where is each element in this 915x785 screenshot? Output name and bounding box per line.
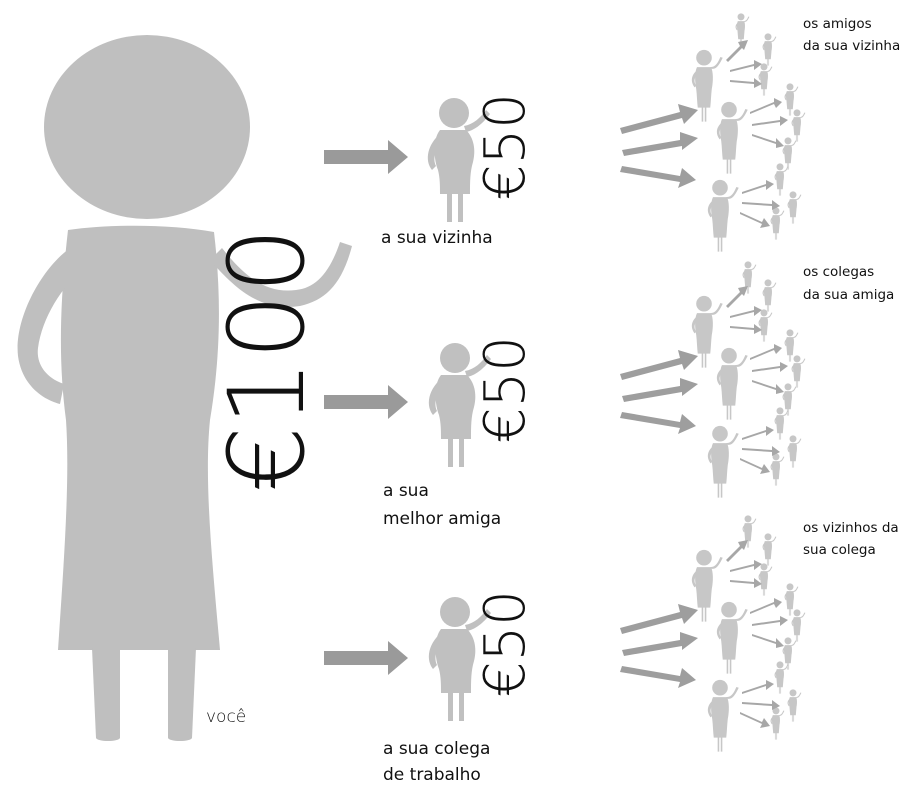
group-label-1: os amigos da sua vizinha <box>803 16 900 54</box>
recipient-label-2-line-1: a sua <box>383 481 429 501</box>
recipient-row-3: €50 a sua colega de trabalho <box>324 515 903 785</box>
recipient-label-1: a sua vizinha <box>381 228 493 248</box>
group-label-2-line-1: os colegas <box>803 264 874 280</box>
friend-figure <box>707 679 739 752</box>
recipient-amount-1: €50 <box>473 93 538 200</box>
recipient-row-2: €50 a sua melhor amiga <box>324 261 894 529</box>
recipient-figure-3 <box>428 597 491 721</box>
fan-arrows-2 <box>620 350 698 434</box>
recipient-label-2-line-2: melhor amiga <box>383 509 501 529</box>
recipient-label-3-line-2: de trabalho <box>383 765 481 785</box>
fan-arrows-3 <box>620 604 698 688</box>
friend-figure <box>716 601 748 674</box>
you-amount: €100 <box>206 227 328 492</box>
recipient-label-2: a sua melhor amiga <box>383 481 501 529</box>
group-label-3-line-1: os vizinhos da <box>803 520 899 536</box>
group-label-2-line-2: da sua amiga <box>803 287 894 303</box>
friend-figure <box>707 179 739 252</box>
friend-figure <box>716 347 748 420</box>
mini-arrows-1 <box>726 40 788 228</box>
mini-arrows-2 <box>726 286 788 474</box>
group-label-3: os vizinhos da sua colega <box>803 520 903 558</box>
arrow-to-recipient-1 <box>324 140 408 174</box>
fan-arrows-1 <box>620 104 698 188</box>
recipient-figure-1 <box>427 98 490 222</box>
recipient-row-1: €50 a sua vizinha <box>324 13 900 252</box>
recipient-figure-2 <box>428 343 491 467</box>
recipient-amount-3: €50 <box>473 590 538 697</box>
recipient-label-3-line-1: a sua colega <box>383 739 490 759</box>
you-label: você <box>206 707 246 727</box>
friend-figure <box>716 101 748 174</box>
recipient-label-3: a sua colega de trabalho <box>383 739 496 785</box>
arrow-to-recipient-3 <box>324 641 408 675</box>
group-label-1-line-1: os amigos <box>803 16 872 32</box>
group-label-3-line-2: sua colega <box>803 542 876 558</box>
you-figure <box>17 35 352 741</box>
friend-figure <box>707 425 739 498</box>
arrow-to-recipient-2 <box>324 385 408 419</box>
recipient-label-1-line-1: a sua vizinha <box>381 228 493 248</box>
group-label-2: os colegas da sua amiga <box>803 264 894 303</box>
mini-arrows-3 <box>726 540 788 728</box>
group-label-1-line-2: da sua vizinha <box>803 38 900 54</box>
recipient-amount-2: €50 <box>473 336 538 443</box>
